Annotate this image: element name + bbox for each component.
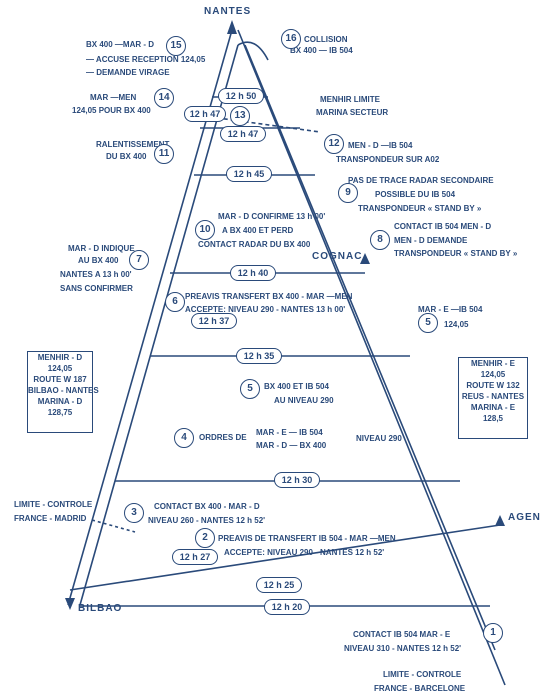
event-4: 4 bbox=[174, 428, 194, 448]
label-6a: PREAVIS TRANSFERT BX 400 - MAR —MEN bbox=[185, 292, 353, 301]
marina-secteur: MARINA SECTEUR bbox=[316, 108, 389, 117]
label-11: RALENTISSEMENT bbox=[96, 140, 170, 149]
event-2: 2 bbox=[195, 528, 215, 548]
label-9a: PAS DE TRACE RADAR SECONDAIRE bbox=[348, 176, 494, 185]
event-13: 13 bbox=[230, 106, 250, 126]
label-7c: NANTES A 13 h 00' bbox=[60, 270, 132, 279]
label-15b: — ACCUSE RECEPTION 124,05 bbox=[86, 55, 206, 64]
ib504-track bbox=[244, 44, 496, 651]
label-10b: A BX 400 ET PERD bbox=[222, 226, 294, 235]
label-8c: TRANSPONDEUR « STAND BY » bbox=[394, 249, 518, 258]
cognac-marker bbox=[360, 253, 370, 264]
cognac-label: COGNAC bbox=[312, 251, 363, 262]
label-14b: 124,05 POUR BX 400 bbox=[72, 106, 151, 115]
label-9c: TRANSPONDEUR « STAND BY » bbox=[358, 204, 482, 213]
agen-marker bbox=[495, 515, 505, 526]
event-1: 1 bbox=[483, 623, 503, 643]
label-9b: POSSIBLE DU IB 504 bbox=[375, 190, 456, 199]
time-1235: 12 h 35 bbox=[236, 348, 282, 364]
event-7: 7 bbox=[129, 250, 149, 270]
time-1227: 12 h 27 bbox=[172, 549, 218, 565]
label-8b: MEN - D DEMANDE bbox=[394, 236, 468, 245]
label-15c: — DEMANDE VIRAGE bbox=[86, 68, 170, 77]
label-6b: ACCEPTE: NIVEAU 290 - NANTES 13 h 00' bbox=[185, 305, 346, 314]
agen-label: AGEN bbox=[508, 512, 541, 523]
limite-bcn-a: LIMITE - CONTROLE bbox=[383, 670, 462, 679]
time-1237: 12 h 37 bbox=[191, 313, 237, 329]
route-w187-line bbox=[67, 29, 233, 606]
label-14: MAR —MEN bbox=[90, 93, 137, 102]
event-5b: 5 bbox=[240, 379, 260, 399]
event-10: 10 bbox=[195, 220, 215, 240]
event-15: 15 bbox=[166, 36, 186, 56]
label-7a: MAR - D INDIQUE bbox=[68, 244, 135, 253]
label-5c-a: BX 400 ET IB 504 bbox=[264, 382, 329, 391]
event-12: 12 bbox=[324, 134, 344, 154]
route-w132-line bbox=[237, 29, 506, 686]
time-1230: 12 h 30 bbox=[274, 472, 320, 488]
time-1247b: 12 h 47 bbox=[220, 126, 266, 142]
label-5b: 124,05 bbox=[444, 320, 469, 329]
label-12: MEN - D —IB 504 bbox=[348, 141, 413, 150]
time-1247a: 12 h 47 bbox=[184, 106, 226, 122]
label-4a: ORDRES DE bbox=[199, 433, 247, 442]
label-1a: CONTACT IB 504 MAR - E bbox=[353, 630, 451, 639]
nantes-label: NANTES bbox=[204, 6, 252, 17]
limite-bcn-b: FRANCE - BARCELONE bbox=[374, 684, 466, 693]
menhir-limite: MENHIR LIMITE bbox=[320, 95, 380, 104]
label-8a: CONTACT IB 504 MEN - D bbox=[394, 222, 492, 231]
event-8: 8 bbox=[370, 230, 390, 250]
time-1250: 12 h 50 bbox=[218, 88, 264, 104]
label-2b: ACCEPTE: NIVEAU 290 - NANTES 12 h 52' bbox=[224, 548, 385, 557]
label-5c-b: AU NIVEAU 290 bbox=[274, 396, 334, 405]
bx400-track bbox=[79, 44, 239, 606]
label-7d: SANS CONFIRMER bbox=[60, 284, 133, 293]
turn-track bbox=[237, 41, 269, 61]
event-6: 6 bbox=[165, 292, 185, 312]
event-9: 9 bbox=[338, 183, 358, 203]
time-1225: 12 h 25 bbox=[256, 577, 302, 593]
time-1245: 12 h 45 bbox=[226, 166, 272, 182]
limite-madrid-b: FRANCE - MADRID bbox=[14, 514, 87, 523]
time-1220: 12 h 20 bbox=[264, 599, 310, 615]
event-14: 14 bbox=[154, 88, 174, 108]
bilbao-label: BILBAO bbox=[78, 603, 123, 614]
event-5: 5 bbox=[418, 313, 438, 333]
label-12b: TRANSPONDEUR SUR A02 bbox=[336, 155, 440, 164]
label-10a: MAR - D CONFIRME 13 h 00' bbox=[218, 212, 326, 221]
label-16b: BX 400 — IB 504 bbox=[290, 46, 353, 55]
label-16: COLLISION bbox=[304, 35, 348, 44]
time-1240: 12 h 40 bbox=[230, 265, 276, 281]
label-1b: NIVEAU 310 - NANTES 12 h 52' bbox=[344, 644, 462, 653]
label-11b: DU BX 400 bbox=[106, 152, 147, 161]
label-4b: MAR - E — IB 504 bbox=[256, 428, 323, 437]
nantes-marker bbox=[227, 20, 237, 34]
label-7b: AU BX 400 bbox=[78, 256, 119, 265]
label-2a: PREAVIS DE TRANSFERT IB 504 - MAR —MEN bbox=[218, 534, 396, 543]
label-3b: NIVEAU 260 - NANTES 12 h 52' bbox=[148, 516, 266, 525]
label-4d: NIVEAU 290 bbox=[356, 434, 402, 443]
label-10c: CONTACT RADAR DU BX 400 bbox=[198, 240, 311, 249]
event-16: 16 bbox=[281, 29, 301, 49]
label-15: BX 400 —MAR - D bbox=[86, 40, 155, 49]
limite-madrid-a: LIMITE - CONTROLE bbox=[14, 500, 93, 509]
label-4c: MAR - D — BX 400 bbox=[256, 441, 327, 450]
label-3a: CONTACT BX 400 - MAR - D bbox=[154, 502, 260, 511]
event-3: 3 bbox=[124, 503, 144, 523]
label-5a: MAR - E —IB 504 bbox=[418, 305, 483, 314]
event-11: 11 bbox=[154, 144, 174, 164]
bilbao-marker bbox=[65, 598, 75, 610]
